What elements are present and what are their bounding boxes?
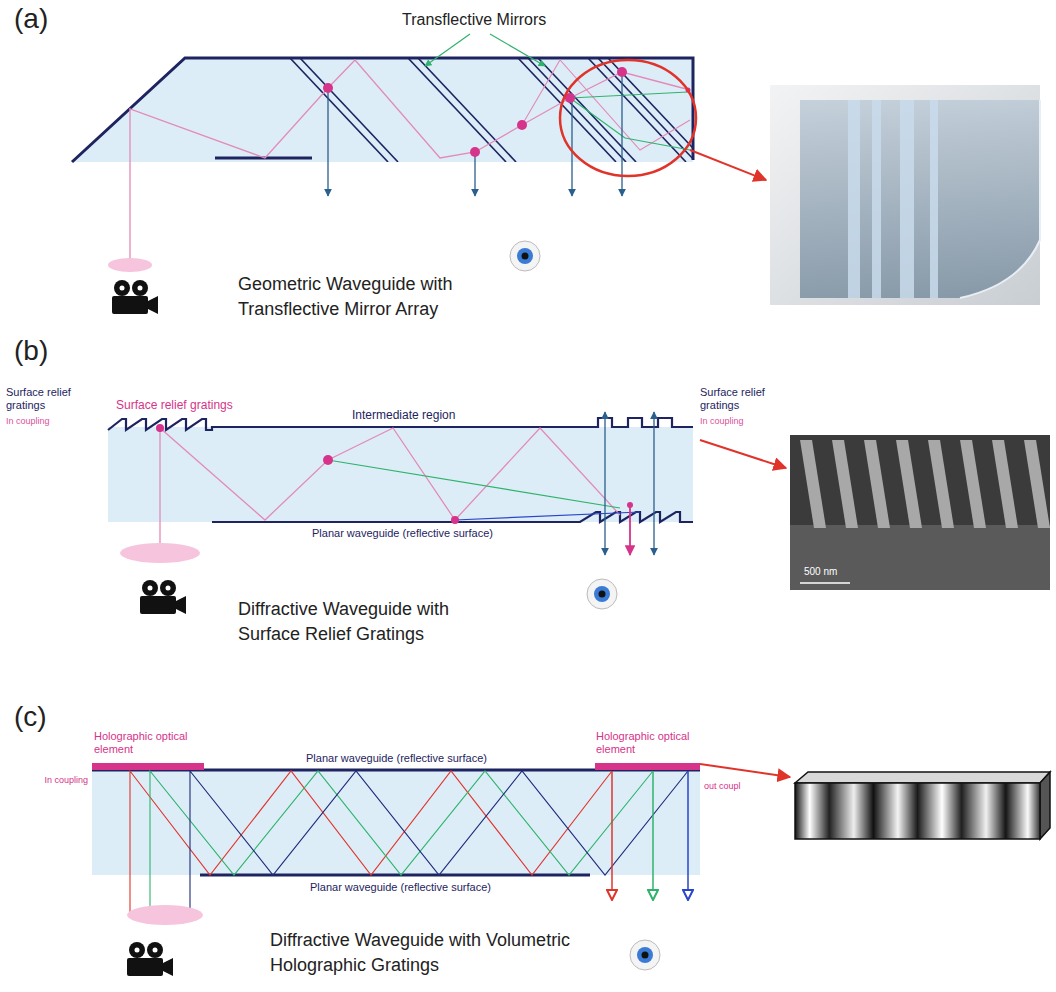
holographic-element	[92, 763, 204, 770]
part-label: Planar waveguide (reflective surface)	[310, 881, 491, 894]
waveguide-outline	[72, 58, 693, 162]
light-ray	[522, 60, 690, 150]
output-ray	[629, 505, 631, 555]
eye-icon	[587, 579, 617, 609]
transflective-mirror-array	[290, 58, 706, 162]
projector-icon	[127, 942, 173, 976]
callout-arrow	[690, 150, 766, 180]
projector-icon	[140, 580, 186, 614]
highlight-ellipse	[560, 60, 696, 176]
projector-icon	[112, 280, 158, 314]
light-ray	[190, 771, 688, 915]
part-label: Intermediate region	[352, 408, 455, 422]
light-ray	[130, 60, 690, 262]
mirror-array-photo	[770, 85, 1040, 305]
waveguide-body	[92, 770, 700, 875]
panel-letter: (a)	[14, 2, 48, 36]
surface-relief-waveguide	[108, 412, 786, 563]
part-label: Surface relief gratings	[700, 386, 788, 412]
callout-arrow	[700, 440, 786, 468]
part-label: Holographic optical element	[596, 730, 714, 756]
part-label: Surface relief gratings	[6, 386, 106, 412]
holographic-waveguide	[92, 763, 790, 925]
output-ray	[652, 771, 654, 900]
light-ray	[570, 92, 690, 150]
part-label: Transflective Mirrors	[402, 10, 546, 29]
part-label: out coupl	[704, 781, 741, 792]
reflection-dot	[156, 424, 633, 524]
light-ray	[455, 512, 640, 520]
light-ray	[328, 460, 620, 508]
projection-spot	[120, 543, 200, 563]
panel-caption: Diffractive Waveguide with Volumetric Ho…	[270, 928, 575, 978]
holographic-element	[595, 763, 700, 770]
panel-letter: (b)	[14, 334, 48, 368]
waveguide-body	[72, 58, 693, 162]
reflection-dot	[323, 67, 691, 157]
volume-hologram-block	[795, 772, 1050, 839]
callout-arrow	[700, 764, 790, 777]
geometric-waveguide	[72, 34, 766, 272]
eye-icon	[630, 940, 660, 970]
sem-grating-image	[790, 435, 1050, 590]
eye-icon	[510, 241, 540, 271]
light-ray	[160, 428, 620, 548]
scale-label: 500 nm	[804, 566, 837, 578]
panel-caption: Geometric Waveguide with Transflective M…	[238, 272, 488, 322]
output-ray	[605, 412, 654, 555]
part-label: Holographic optical element	[94, 730, 212, 756]
projection-spot	[127, 905, 203, 925]
part-label: In coupling	[6, 416, 50, 427]
part-label: Planar waveguide (reflective surface)	[306, 752, 487, 765]
light-ray	[150, 771, 653, 915]
part-label: In coupling	[700, 416, 744, 427]
panel-caption: Diffractive Waveguide with Surface Relie…	[238, 597, 500, 647]
output-ray	[611, 771, 613, 900]
part-label: Surface relief gratings	[116, 398, 233, 412]
part-label: Planar waveguide (reflective surface)	[312, 527, 493, 540]
panel-letter: (c)	[14, 700, 47, 734]
projection-spot	[108, 258, 152, 272]
part-label: In coupling	[8, 775, 88, 786]
output-ray	[328, 76, 622, 196]
output-ray	[687, 771, 689, 900]
leader-line	[425, 34, 545, 66]
